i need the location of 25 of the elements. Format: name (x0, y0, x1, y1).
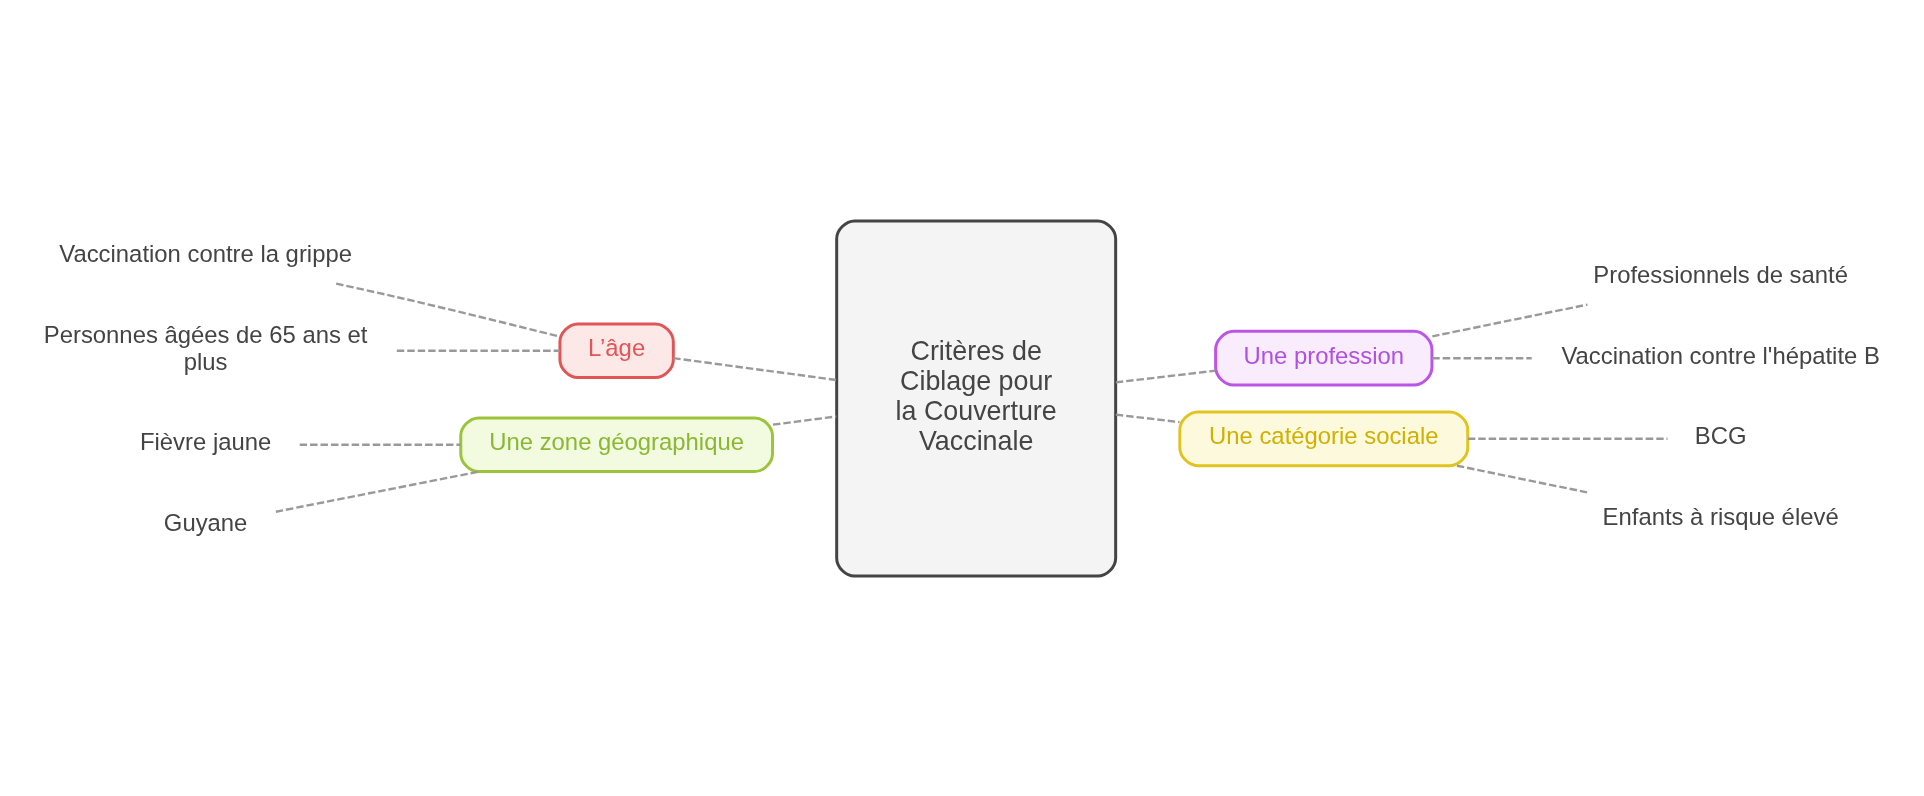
connector (1115, 412, 1180, 423)
connector (1432, 356, 1532, 359)
connector (1432, 302, 1588, 337)
connector (772, 414, 837, 426)
node-box: Une catégorie sociale (1178, 409, 1470, 467)
node-text: Enfants à risque élevé (1602, 502, 1839, 530)
connector (1468, 437, 1668, 440)
node-text: Guyane (163, 508, 248, 536)
connector (335, 281, 560, 338)
connector (396, 349, 560, 352)
connector (1456, 464, 1588, 494)
node-text: Fièvre jaune (139, 427, 272, 455)
node-text: Vaccination contre la grippe (59, 239, 352, 267)
node-text: BCG (1694, 421, 1747, 449)
node-box: Une zone géographique (459, 415, 774, 473)
connector (299, 443, 461, 446)
connector (673, 356, 837, 381)
node-text: Vaccination contre l'hépatite B (1561, 341, 1880, 369)
node-box: L’âge (558, 321, 675, 379)
connector (275, 470, 479, 513)
node-box: Une profession (1214, 329, 1434, 387)
node-text: Personnes âgées de 65 ans et plus (43, 320, 368, 375)
node-box: Critères de Ciblage pour la Couverture Vaccinale (835, 219, 1118, 577)
connector (1115, 369, 1216, 384)
node-text: Professionnels de santé (1593, 260, 1848, 288)
